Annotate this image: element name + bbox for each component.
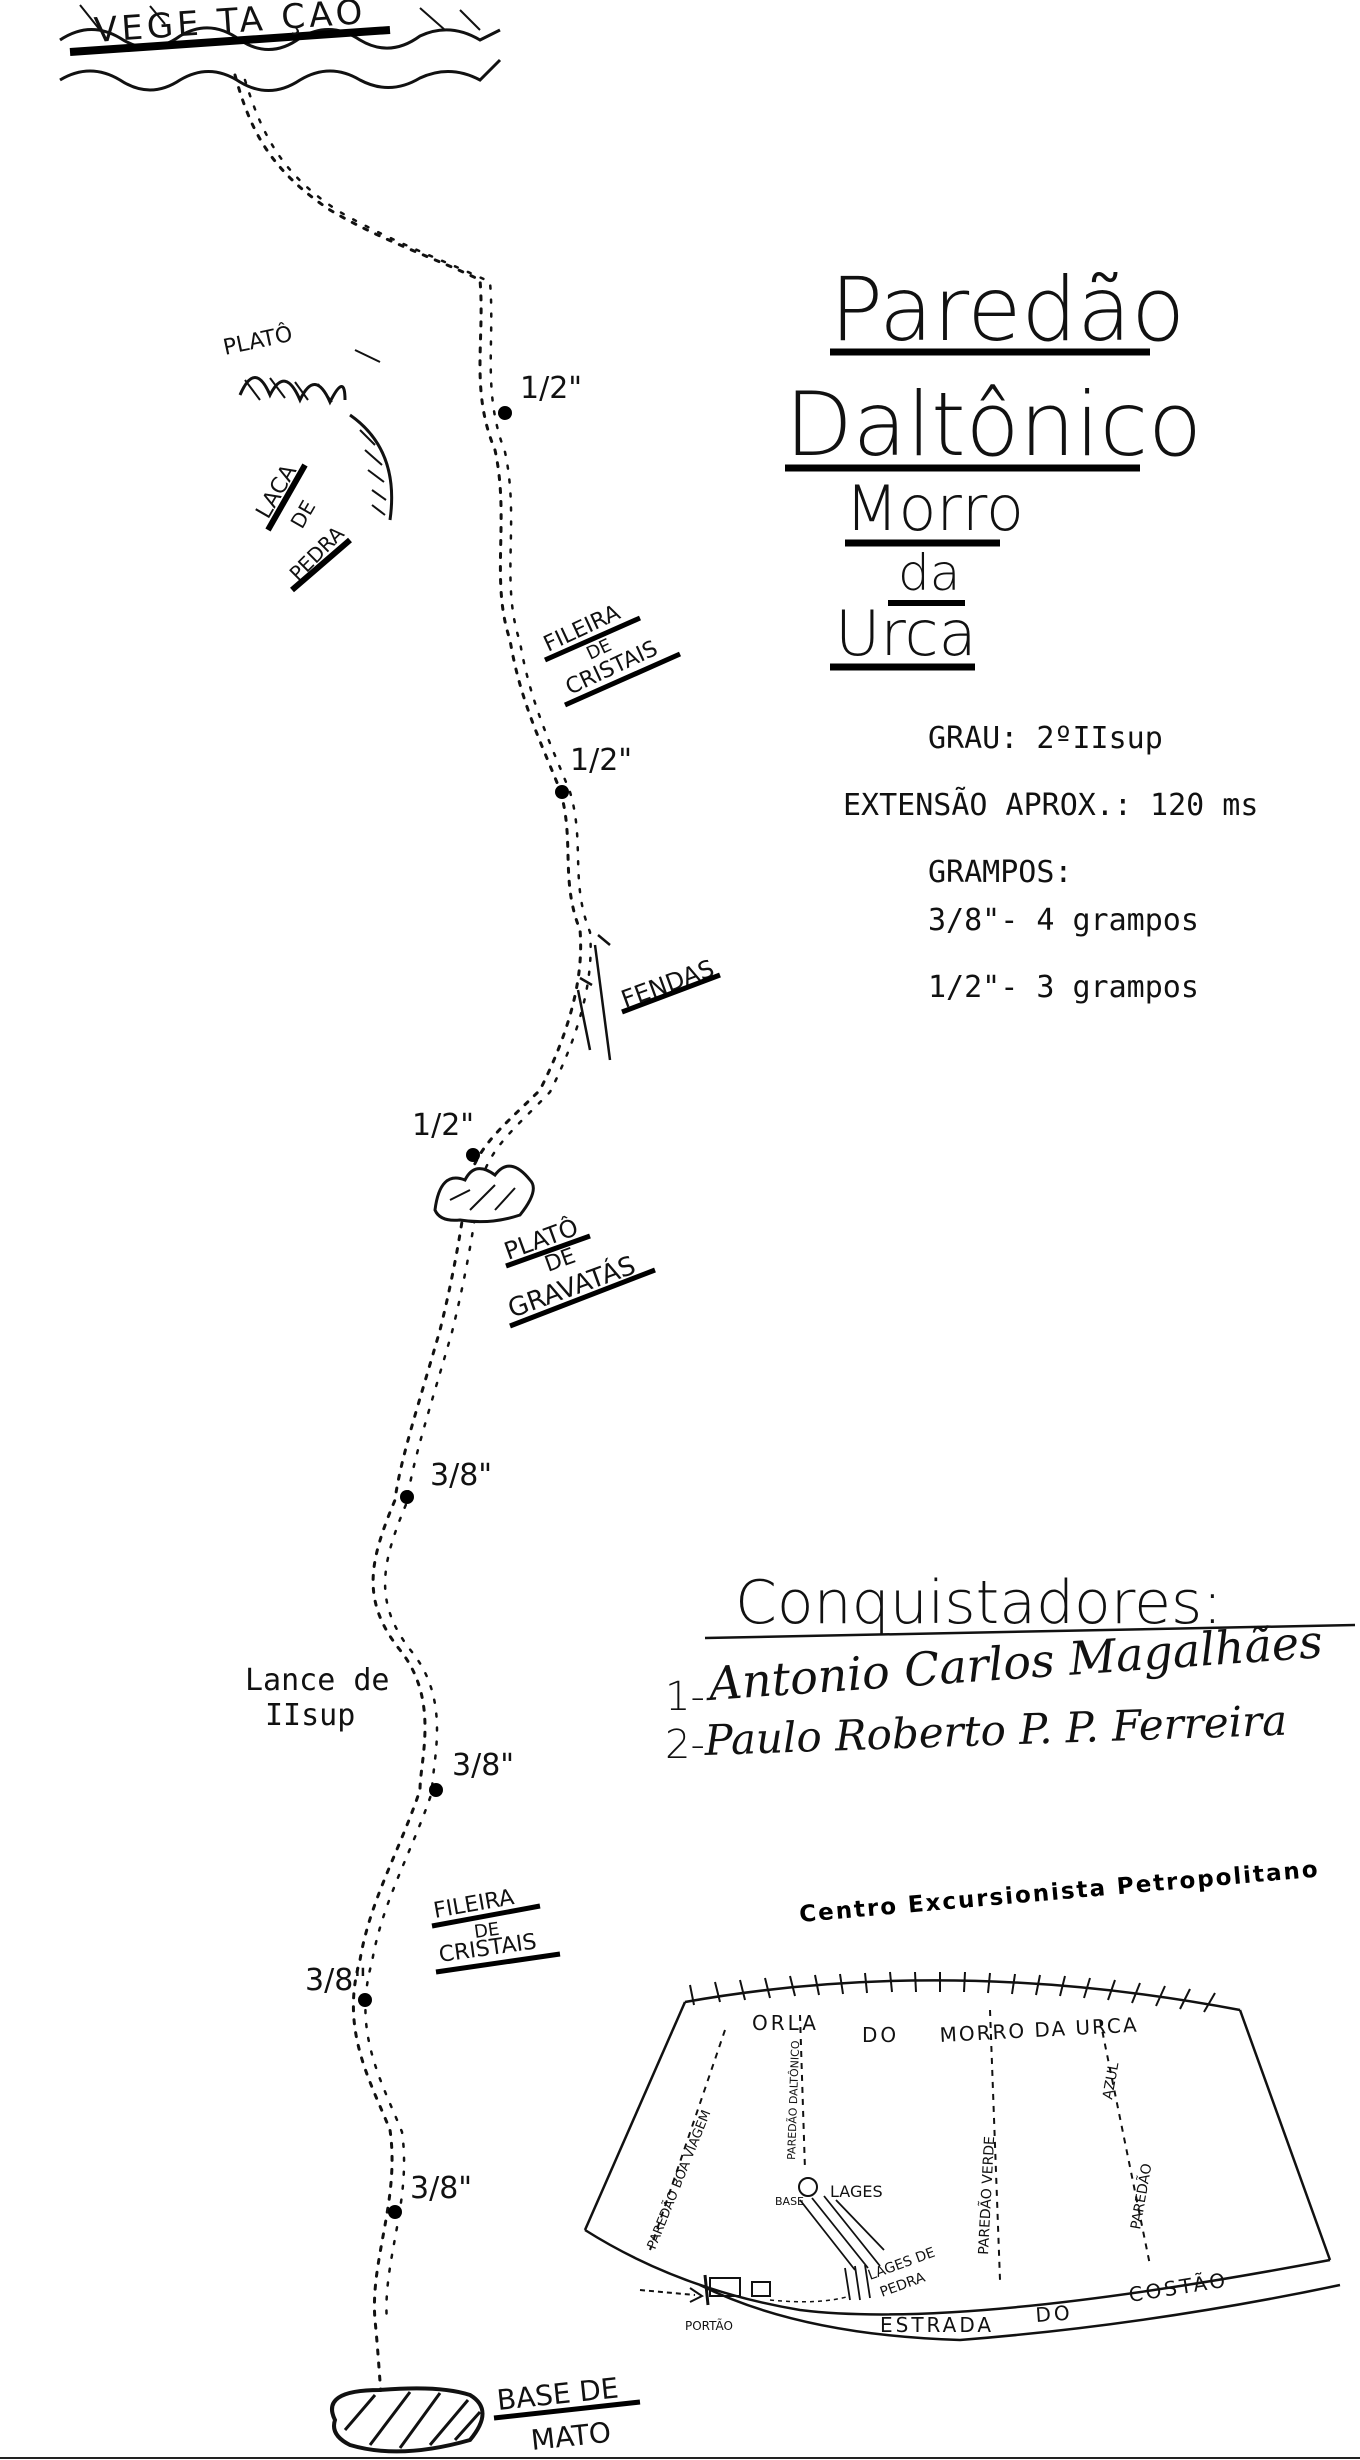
club-name: Centro Excursionista Petropolitano <box>798 1857 1320 1928</box>
bolt-marker-6: 3/8" <box>305 1963 372 2007</box>
conquistador-2-number: 2- <box>665 1722 705 1768</box>
bolt-size-label: 1/2" <box>520 371 582 406</box>
plato-top-feature: PLATÔ <box>221 321 381 406</box>
title-line-daltonico: Daltônico <box>785 373 1202 476</box>
info-grampos-heading: GRAMPOS: <box>928 855 1073 890</box>
info-grampos-12: 1/2"- 3 grampos <box>928 970 1199 1005</box>
route-title: Paredão Daltônico Morro da Urca <box>785 258 1202 671</box>
title-line-da: da <box>898 544 960 602</box>
fendas-feature: FENDAS <box>576 934 721 1061</box>
route-info: GRAU: 2ºIIsup EXTENSÃO APROX.: 120 ms GR… <box>843 721 1258 1005</box>
plato-gravatas-feature: PLATÔ DE GRAVATÁS <box>433 1164 656 1329</box>
conquistadores-heading: Conquistadores: <box>735 1568 1223 1638</box>
map-estrada-1: ESTRADA <box>880 2313 994 2337</box>
bolt-marker-5: 3/8" <box>429 1748 514 1797</box>
label-lance-1: Lance de <box>245 1663 390 1698</box>
info-grau: GRAU: 2ºIIsup <box>928 721 1163 756</box>
map-estrada-3: COSTÃO <box>1127 2268 1230 2307</box>
map-route-daltonico: PAREDÃO DALTÔNICO <box>785 2040 802 2160</box>
conquistadores-section: Conquistadores: 1- Antonio Carlos Magalh… <box>665 1568 1356 1768</box>
lance-iisup-label: Lance de IIsup <box>245 1663 390 1733</box>
map-lages: LAGES <box>830 2182 883 2201</box>
label-lance-2: IIsup <box>265 1698 355 1733</box>
title-line-morro: Morro <box>845 472 1024 545</box>
map-portao: PORTÃO <box>685 2318 733 2333</box>
bolt-marker-4: 3/8" <box>400 1458 492 1504</box>
bolt-size-label: 3/8" <box>305 1963 367 1998</box>
club-stamp: Centro Excursionista Petropolitano <box>798 1857 1320 1928</box>
info-extensao: EXTENSÃO APROX.: 120 ms <box>843 787 1258 823</box>
title-line-urca: Urca <box>835 597 977 670</box>
map-route-boa-viagem: PAREDÃO BOA VIAGEM <box>644 2108 714 2252</box>
bolt-size-label: 1/2" <box>570 743 632 778</box>
fileira-cristais-lower: FILEIRA DE CRISTAIS <box>431 1885 561 1975</box>
map-estrada-2: DO <box>1035 2300 1074 2327</box>
map-route-verde: PAREDÃO VERDE <box>975 2136 998 2256</box>
title-line-paredao: Paredão <box>830 258 1185 361</box>
conquistador-1-number: 1- <box>665 1674 705 1720</box>
label-base-2: MATO <box>529 2416 612 2457</box>
bolt-marker-1: 1/2" <box>498 371 582 420</box>
map-orla-1: ORLA <box>752 2011 819 2035</box>
bolt-size-label: 3/8" <box>430 1458 492 1493</box>
map-base: BASE <box>775 2195 804 2208</box>
bolt-size-label: 3/8" <box>452 1748 514 1783</box>
bolt-marker-7: 3/8" <box>388 2171 472 2219</box>
map-route-azul-1: AZUL <box>1100 2061 1122 2101</box>
info-grampos-38: 3/8"- 4 grampos <box>928 903 1199 938</box>
bolt-marker-2: 1/2" <box>555 743 632 799</box>
location-map: ORLA DO MORRO DA URCA PAREDÃO BOA VIAGEM… <box>583 1971 1341 2342</box>
label-plato-top: PLATÔ <box>221 321 295 361</box>
conquistador-2-name: Paulo Roberto P. P. Ferreira <box>703 1696 1288 1765</box>
bolt-size-label: 3/8" <box>410 2171 472 2206</box>
base-de-mato: BASE DE MATO <box>330 2371 641 2457</box>
bolt-marker-3: 1/2" <box>412 1108 480 1162</box>
label-fileira-low-2: DE <box>473 1919 501 1943</box>
bolt-size-label: 1/2" <box>412 1108 474 1143</box>
fileira-cristais-top: FILEIRA DE CRISTAIS <box>540 600 682 708</box>
map-orla-3: MORRO DA URCA <box>939 2013 1139 2047</box>
vegetation-summit: VEGE TA ÇÃO <box>59 0 502 92</box>
map-orla-2: DO <box>862 2023 899 2047</box>
label-laca-2: DE <box>286 496 321 532</box>
label-laca-3: PEDRA <box>285 521 349 585</box>
map-route-azul-2: PAREDÃO <box>1127 2162 1155 2231</box>
laca-de-pedra-feature: LACA DE PEDRA <box>252 413 394 593</box>
